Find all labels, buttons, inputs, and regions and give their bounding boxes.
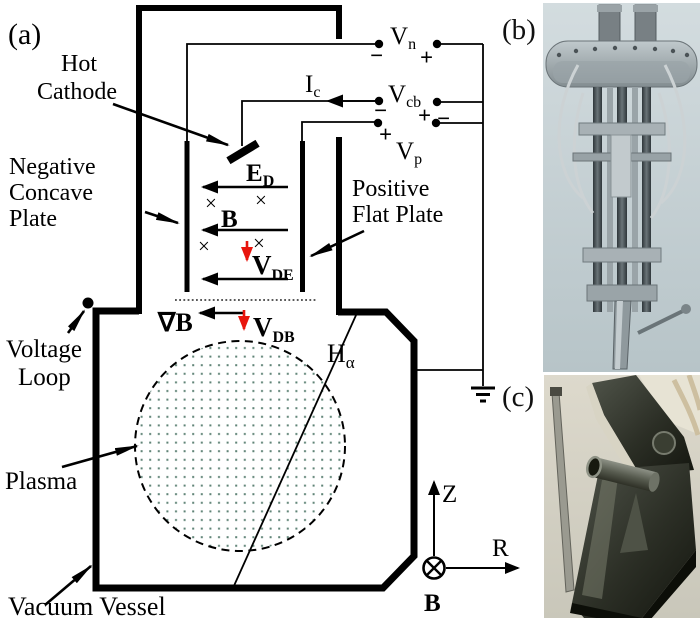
photo-b-graphic	[543, 3, 700, 372]
e-field-label: ED	[246, 160, 274, 190]
hot-cathode-bar	[226, 139, 260, 165]
i-c-label: Ic	[305, 71, 320, 101]
hot-cathode-label-1: Hot	[61, 51, 97, 77]
circuit-wires	[186, 43, 484, 386]
svg-text:×: ×	[255, 188, 267, 212]
panel-b-tag: (b)	[502, 14, 536, 46]
vcb-plus: +	[418, 103, 431, 128]
support-rods	[593, 87, 651, 317]
probe-knob	[681, 304, 691, 314]
h-alpha-label: Hα	[327, 339, 355, 372]
flux-tube	[585, 455, 660, 492]
z-axis-label: Z	[442, 481, 457, 508]
source-terminals	[373, 39, 442, 128]
v-de-label: VDE	[252, 250, 294, 284]
voltage-loop-label-1: Voltage	[6, 336, 82, 363]
side-wires	[557, 64, 687, 219]
voltage-loop-dot	[82, 297, 94, 309]
plate-front-lip	[570, 550, 696, 618]
vn-plus: +	[420, 45, 433, 70]
ground-symbol	[471, 386, 495, 403]
vn-label: Vn	[390, 23, 416, 53]
tube-support	[620, 493, 648, 553]
neg-plate-label-3: Plate	[9, 206, 57, 232]
photo-plate-closeup	[544, 375, 700, 618]
b-cross-symbols: × × × ×	[198, 188, 267, 258]
bracket-bars	[572, 122, 672, 302]
schematic-panel-a: (a) Hot Cathode Negative Concave Plate P…	[5, 5, 520, 621]
hot-cathode-label-2: Cathode	[37, 79, 117, 105]
side-cylinder	[652, 431, 676, 455]
vp-label: Vp	[396, 138, 422, 168]
vacuum-vessel-outline	[92, 307, 418, 592]
plate-highlight	[582, 477, 618, 599]
photo-c-graphic	[544, 375, 700, 618]
b-axis-label: B	[424, 590, 441, 617]
vn-minus: −	[370, 43, 383, 68]
top-connectors	[597, 4, 658, 46]
vp-minus: −	[437, 106, 450, 131]
voltage-source-vcb: Vcb − +	[374, 81, 431, 128]
diagonal-probe-rod	[637, 306, 690, 335]
pointer-arrows	[44, 102, 365, 606]
h-alpha-chord-line	[232, 312, 358, 589]
pos-plate-label-1: Positive	[352, 176, 429, 202]
svg-text:×: ×	[205, 191, 217, 215]
vacuum-vessel-label: Vacuum Vessel	[8, 592, 166, 621]
voltage-loop-label-2: Loop	[18, 364, 71, 391]
plasma-label: Plasma	[5, 468, 77, 495]
voltage-source-vp: Vp + −	[379, 106, 450, 168]
neg-plate-label-1: Negative	[9, 154, 96, 180]
ceramic-parts	[639, 375, 700, 435]
field-arrows	[198, 180, 288, 320]
plasma-region	[134, 340, 346, 552]
vcb-label: Vcb	[388, 81, 421, 111]
neg-plate-label-2: Concave	[9, 180, 93, 206]
bead-wires	[671, 375, 700, 436]
vacuum-flange	[545, 40, 698, 88]
svg-text:×: ×	[198, 234, 210, 258]
drift-arrows-red	[238, 241, 253, 331]
vp-plus: +	[379, 122, 392, 147]
r-axis-label: R	[492, 535, 509, 562]
plate-bright-edge	[586, 383, 640, 479]
feedthrough-neck-left	[136, 5, 342, 314]
thin-rod	[550, 387, 575, 593]
grad-b-label: ∇B	[157, 308, 193, 337]
photo-electrode-assembly	[543, 3, 700, 372]
vcb-minus: −	[374, 98, 387, 123]
b-field-label: B	[221, 206, 238, 233]
panel-a-tag: (a)	[8, 18, 41, 51]
v-db-label: VDB	[253, 312, 295, 346]
lower-blade	[612, 300, 632, 370]
svg-text:×: ×	[253, 231, 265, 255]
panel-c-tag: (c)	[502, 381, 535, 413]
pos-plate-label-2: Flat Plate	[352, 202, 443, 228]
coordinate-axes	[422, 480, 520, 580]
voltage-source-vn: Vn − +	[370, 23, 433, 70]
